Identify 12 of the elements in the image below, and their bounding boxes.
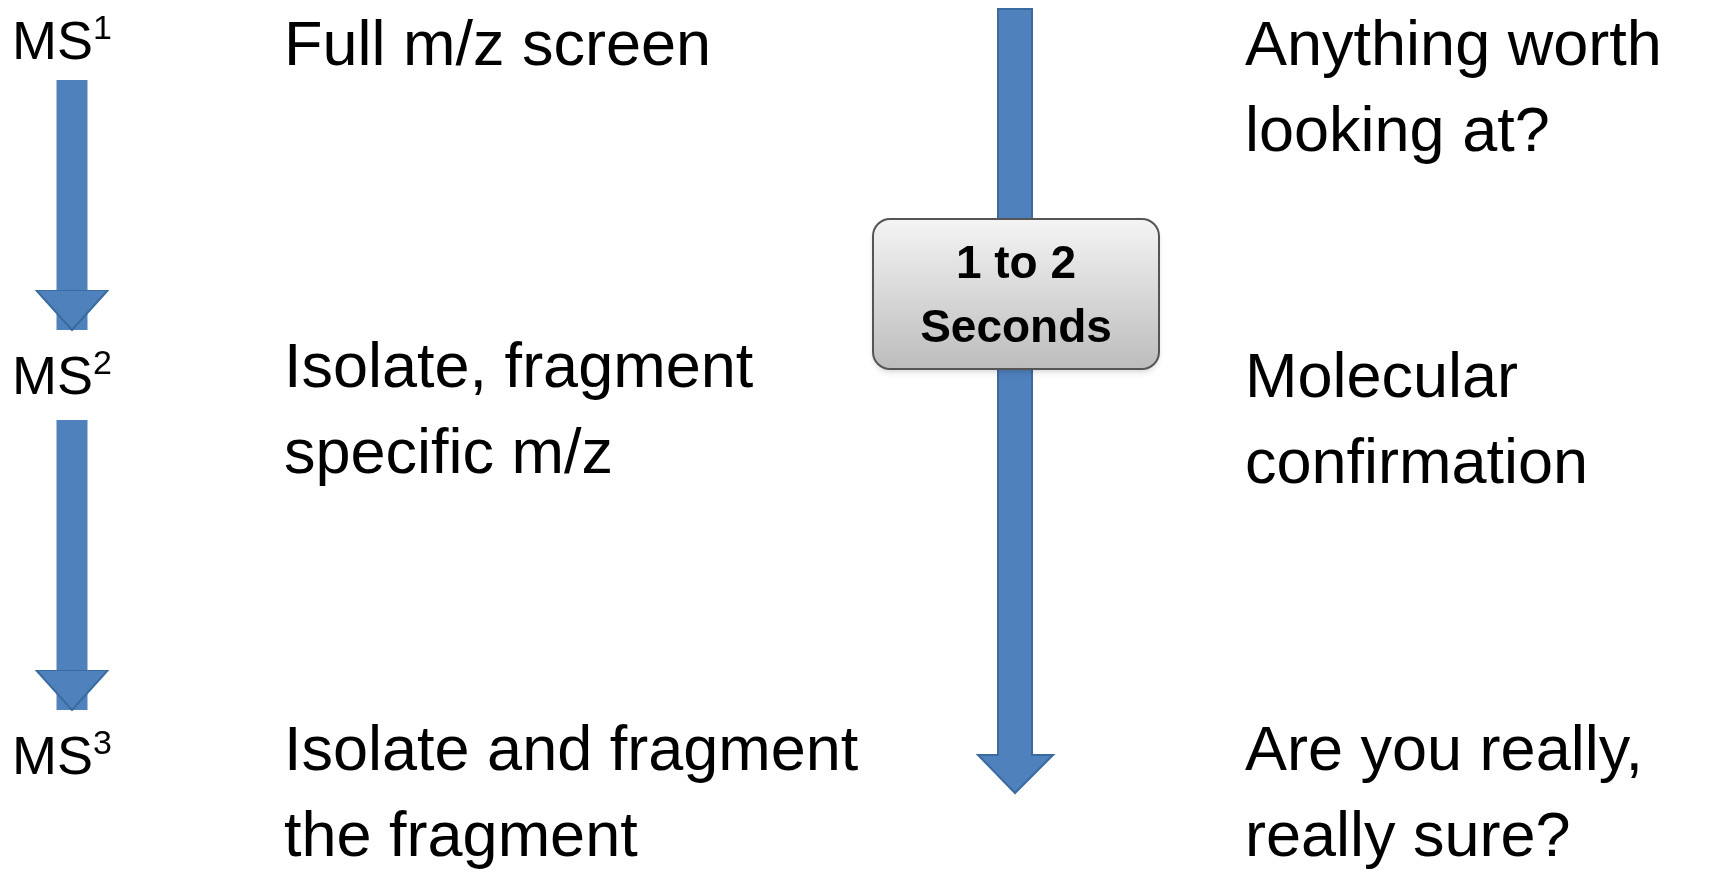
time-badge: 1 to 2 Seconds — [872, 218, 1160, 370]
stage-label: MS$^{2}$ — [12, 330, 152, 420]
description-text: Isolate, fragment specific m/z — [284, 329, 755, 488]
description-text: Full m/z screen — [284, 7, 713, 80]
stage-label: MS$^{1}$ — [12, 0, 152, 80]
stage-label: MS$^{3}$ — [12, 710, 152, 800]
description-text: Isolate and fragment the fragment — [284, 712, 860, 871]
description-text: Are you really, really sure? — [1245, 712, 1644, 871]
block-arrow — [35, 420, 109, 711]
block-arrow — [35, 80, 109, 331]
description-text: Molecular confirmation — [1245, 339, 1590, 498]
description-text: Anything worth looking at? — [1245, 7, 1663, 166]
